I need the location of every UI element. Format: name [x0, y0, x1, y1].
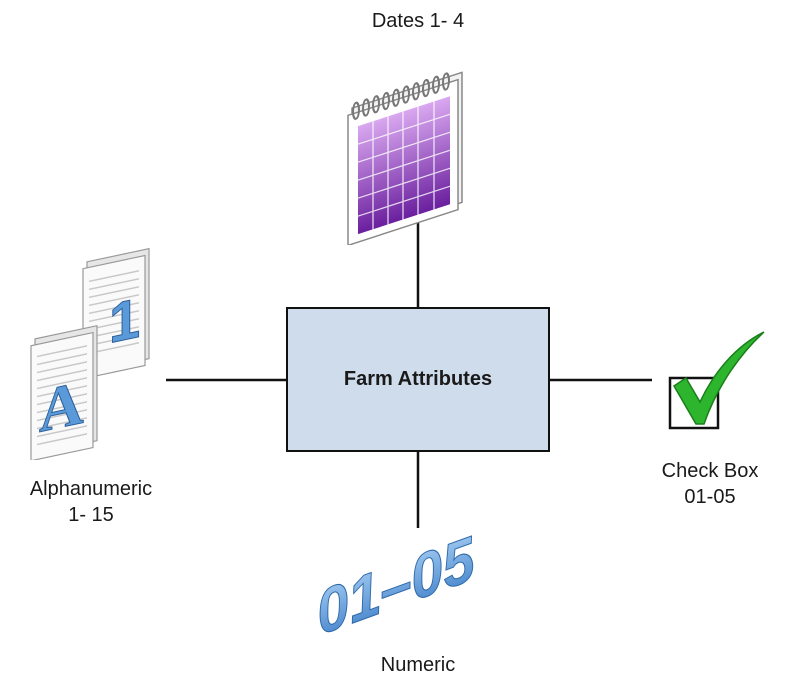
calendar-icon [347, 71, 463, 245]
checkbox-label-line2: 01-05 [684, 486, 736, 508]
svg-text:1: 1 [109, 286, 140, 355]
checkbox-label-line1: Check Box [661, 460, 759, 482]
farm-attributes-box: Farm Attributes [286, 307, 550, 452]
numeric-label: Numeric [380, 654, 456, 676]
numeric-icon-text: 01–05 [312, 522, 479, 645]
documents-a1-icon: 1 A [30, 247, 150, 460]
dates-label: Dates 1- 4 [371, 10, 465, 32]
svg-text:A: A [39, 367, 84, 446]
checkbox-label: Check Box 01-05 [640, 458, 780, 510]
numeric-icon: 01–05 [312, 522, 480, 645]
alphanumeric-label-line1: Alphanumeric [29, 478, 153, 500]
alphanumeric-label: Alphanumeric 1- 15 [0, 476, 182, 528]
checkmark-icon [668, 331, 765, 430]
alphanumeric-label-line2: 1- 15 [68, 504, 114, 526]
center-title: Farm Attributes [343, 368, 493, 390]
